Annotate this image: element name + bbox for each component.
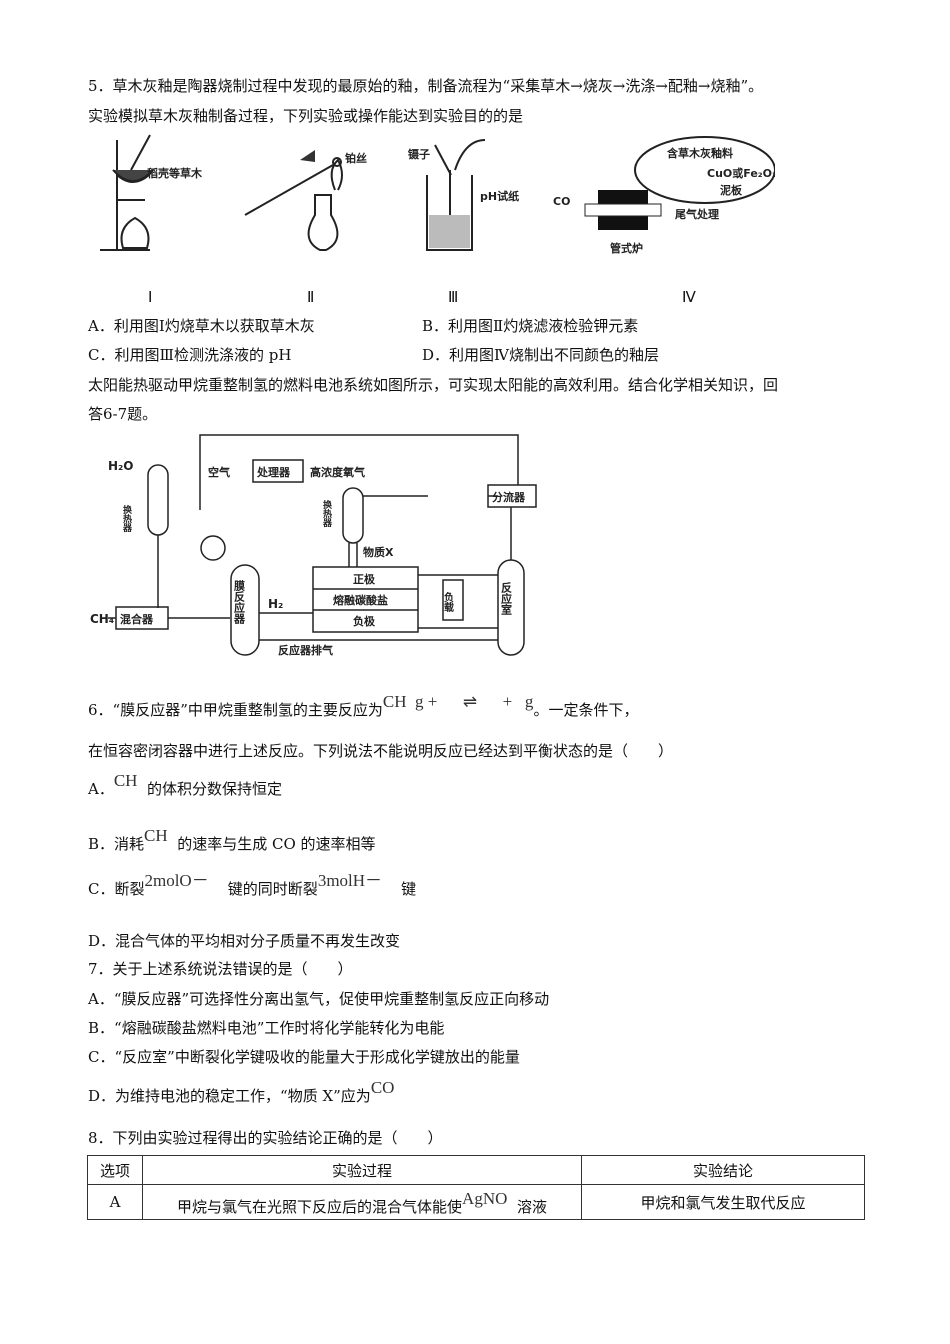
formula: 3molH－ [317, 871, 383, 890]
tube [584, 203, 662, 217]
label-load: 负载 [442, 591, 454, 613]
q6-option-d: D．混合气体的平均相对分子质量不再发生改变 [88, 932, 401, 950]
q6-option-b: B．消耗CH 的速率与生成 CO 的速率相等 [88, 826, 376, 854]
label-positive: 正极 [353, 572, 376, 586]
label-h2: H₂ [268, 597, 283, 611]
formula: 2molO－ [144, 871, 209, 890]
label-h2o: H₂O [108, 459, 134, 473]
label-oxygen: 高浓度氧气 [310, 465, 365, 479]
fig-number-4: Ⅳ [682, 290, 696, 306]
label-reaction-chamber: 反应室 [500, 581, 513, 615]
eye-icon [300, 150, 315, 162]
label-membrane-reactor: 膜反应器 [233, 579, 247, 625]
q6-stem-text: 6．“膜反应器”中甲烷重整制氢的主要反应为 [88, 701, 383, 719]
formula: CO [370, 1078, 395, 1097]
q6-stem-text-2: 。一定条件下， [533, 701, 639, 719]
label-exhaust: 反应器排气 [278, 643, 333, 657]
label-mixer: 混合器 [120, 612, 154, 626]
label-heat-exchanger-1: 换热器 [121, 504, 133, 533]
opt-text: 的速率与生成 CO 的速率相等 [177, 835, 376, 853]
fig-number-1: Ⅰ [148, 290, 153, 306]
beaker-liquid [429, 215, 470, 248]
fig-number-3: Ⅲ [448, 290, 459, 306]
label-processor: 处理器 [256, 465, 291, 479]
q6-stem-line2: 在恒容密闭容器中进行上述反应。下列说法不能说明反应已经达到平衡状态的是（ ） [88, 742, 674, 760]
label-negative: 负极 [353, 614, 376, 628]
q6-option-a: A．CH 的体积分数保持恒定 [88, 771, 283, 799]
q5-option-c: C．利用图Ⅲ检测洗涤液的 pH [88, 346, 292, 364]
label-glaze: 含草木灰釉料 [666, 146, 733, 160]
q5-stem-line1: 5．草木灰釉是陶器烧制过程中发现的最原始的釉，制备流程为“采集草木→烧灰→洗涤→… [88, 77, 764, 95]
formula: CH [113, 771, 138, 790]
q6-stem-line1: 6．“膜反应器”中甲烷重整制氢的主要反应为CH g + ⇌ + g。一定条件下， [88, 692, 639, 720]
process-text-2: 溶液 [516, 1198, 547, 1216]
q5-option-d: D．利用图Ⅳ烧制出不同颜色的釉层 [422, 346, 660, 364]
label-ph-paper: pH试纸 [480, 189, 519, 203]
header-process: 实验过程 [142, 1155, 582, 1185]
q6-option-c: C．断裂2molO－ 键的同时断裂3molH－ 键 [88, 871, 417, 899]
q7-option-b: B．“熔融碳酸盐燃料电池”工作时将化学能转化为电能 [88, 1019, 445, 1037]
q7-option-d: D．为维持电池的稳定工作，“物质 X”应为CO [88, 1078, 394, 1106]
q8-table: 选项 实验过程 实验结论 A 甲烷与氯气在光照下反应后的混合气体能使AgNO 溶… [87, 1155, 865, 1220]
opt-label: A． [88, 780, 114, 798]
opt-text: D．为维持电池的稳定工作，“物质 X”应为 [88, 1087, 371, 1105]
label-splitter: 分流器 [492, 490, 526, 504]
label-ch4: CH₄ [90, 612, 114, 626]
q5-apparatus-figure: 稻壳等草木 铂丝 镊子 pH试纸 含草木灰釉料 CuO或Fe₂O₃ 泥板 CO … [100, 134, 775, 255]
table-header-row: 选项 实验过程 实验结论 [87, 1155, 865, 1185]
zoom-ellipse [634, 136, 775, 204]
formula: CH [144, 826, 168, 845]
label-co: CO [553, 195, 570, 208]
opt-label: B．消耗 [88, 835, 145, 853]
fig-I [100, 134, 154, 251]
label-heat-exchanger-2: 换热器 [321, 499, 333, 528]
label-oxide: CuO或Fe₂O₃ [707, 166, 775, 180]
opt-label: C．断裂 [88, 880, 145, 898]
label-air: 空气 [208, 465, 230, 479]
label-mud-plate: 泥板 [720, 183, 743, 197]
label-carbonate: 熔融碳酸盐 [333, 593, 388, 607]
opt-text: 键 [401, 880, 417, 898]
cell-option: A [87, 1184, 143, 1220]
opt-text: 键的同时断裂 [227, 880, 318, 898]
fig-II [244, 157, 343, 251]
q5-stem-line2: 实验模拟草木灰釉制备过程，下列实验或操作能达到实验目的的是 [88, 107, 524, 125]
label-substance-x: 物质X [363, 545, 394, 559]
q7-option-a: A．“膜反应器”可选择性分离出氢气，促使甲烷重整制氢反应正向移动 [88, 990, 550, 1008]
table-row: A 甲烷与氯气在光照下反应后的混合气体能使AgNO 溶液 甲烷和氯气发生取代反应 [87, 1184, 865, 1220]
q7-stem: 7．关于上述系统说法错误的是（ ） [88, 960, 353, 978]
fuel-cell-system-diagram: H₂O 换热器 空气 处理器 高浓度氧气 换热器 分流器 物质X CH₄ 混合器… [90, 434, 537, 657]
label-tweezers: 镊子 [407, 147, 430, 161]
label-tube-furnace: 管式炉 [610, 241, 643, 255]
q5-option-a: A．利用图Ⅰ灼烧草木以获取草木灰 [88, 317, 315, 335]
label-platinum-wire: 铂丝 [345, 151, 367, 165]
fig-number-2: Ⅱ [307, 290, 315, 306]
label-rice-husk: 稻壳等草木 [147, 166, 203, 180]
process-text: 甲烷与氯气在光照下反应后的混合气体能使 [177, 1198, 463, 1216]
q6-equation: CH g + ⇌ + g [382, 692, 534, 711]
q5-option-b: B．利用图Ⅱ灼烧滤液检验钾元素 [422, 317, 639, 335]
formula: AgNO [462, 1189, 508, 1208]
header-option: 选项 [87, 1155, 143, 1185]
opt-text: 的体积分数保持恒定 [147, 780, 283, 798]
intro-line1: 太阳能热驱动甲烷重整制氢的燃料电池系统如图所示，可实现太阳能的高效利用。结合化学… [88, 376, 779, 394]
label-tail-gas: 尾气处理 [674, 207, 719, 221]
cell-conclusion: 甲烷和氯气发生取代反应 [581, 1184, 865, 1220]
q8-stem: 8．下列由实验过程得出的实验结论正确的是（ ） [88, 1129, 443, 1147]
q7-option-c: C．“反应室”中断裂化学键吸收的能量大于形成化学键放出的能量 [88, 1048, 520, 1066]
cell-process: 甲烷与氯气在光照下反应后的混合气体能使AgNO 溶液 [142, 1184, 582, 1220]
intro-line2: 答6-7题。 [88, 405, 158, 423]
header-conclusion: 实验结论 [581, 1155, 865, 1185]
